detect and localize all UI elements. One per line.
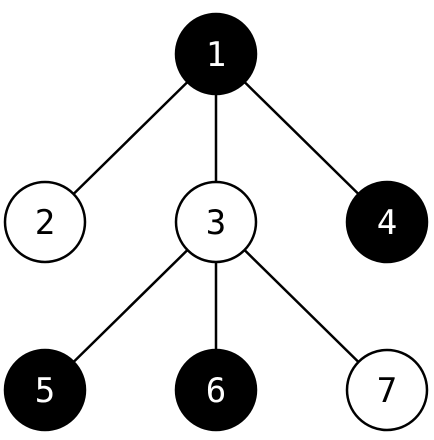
edge-1-4 <box>243 80 360 196</box>
node-label-6: 6 <box>206 371 226 411</box>
node-label-1: 1 <box>206 35 226 75</box>
node-7: 7 <box>345 348 429 432</box>
node-circle-2 <box>3 180 87 264</box>
edge-3-5 <box>72 248 189 364</box>
node-label-4: 4 <box>377 203 397 243</box>
node-5: 5 <box>3 348 87 432</box>
node-label-2: 2 <box>35 203 55 243</box>
node-1: 1 <box>174 12 258 96</box>
node-circle-7 <box>345 348 429 432</box>
node-4: 4 <box>345 180 429 264</box>
node-6: 6 <box>174 348 258 432</box>
edge-3-7 <box>243 248 360 364</box>
node-circle-3 <box>174 180 258 264</box>
node-circle-4 <box>345 180 429 264</box>
node-2: 2 <box>3 180 87 264</box>
tree-nodes: 1 2 3 4 5 6 7 <box>3 12 429 432</box>
tree-edges <box>72 80 360 364</box>
node-circle-6 <box>174 348 258 432</box>
edge-1-2 <box>72 80 189 196</box>
node-circle-1 <box>174 12 258 96</box>
node-label-7: 7 <box>377 371 397 411</box>
node-label-3: 3 <box>206 203 226 243</box>
node-3: 3 <box>174 180 258 264</box>
node-label-5: 5 <box>35 371 55 411</box>
node-circle-5 <box>3 348 87 432</box>
